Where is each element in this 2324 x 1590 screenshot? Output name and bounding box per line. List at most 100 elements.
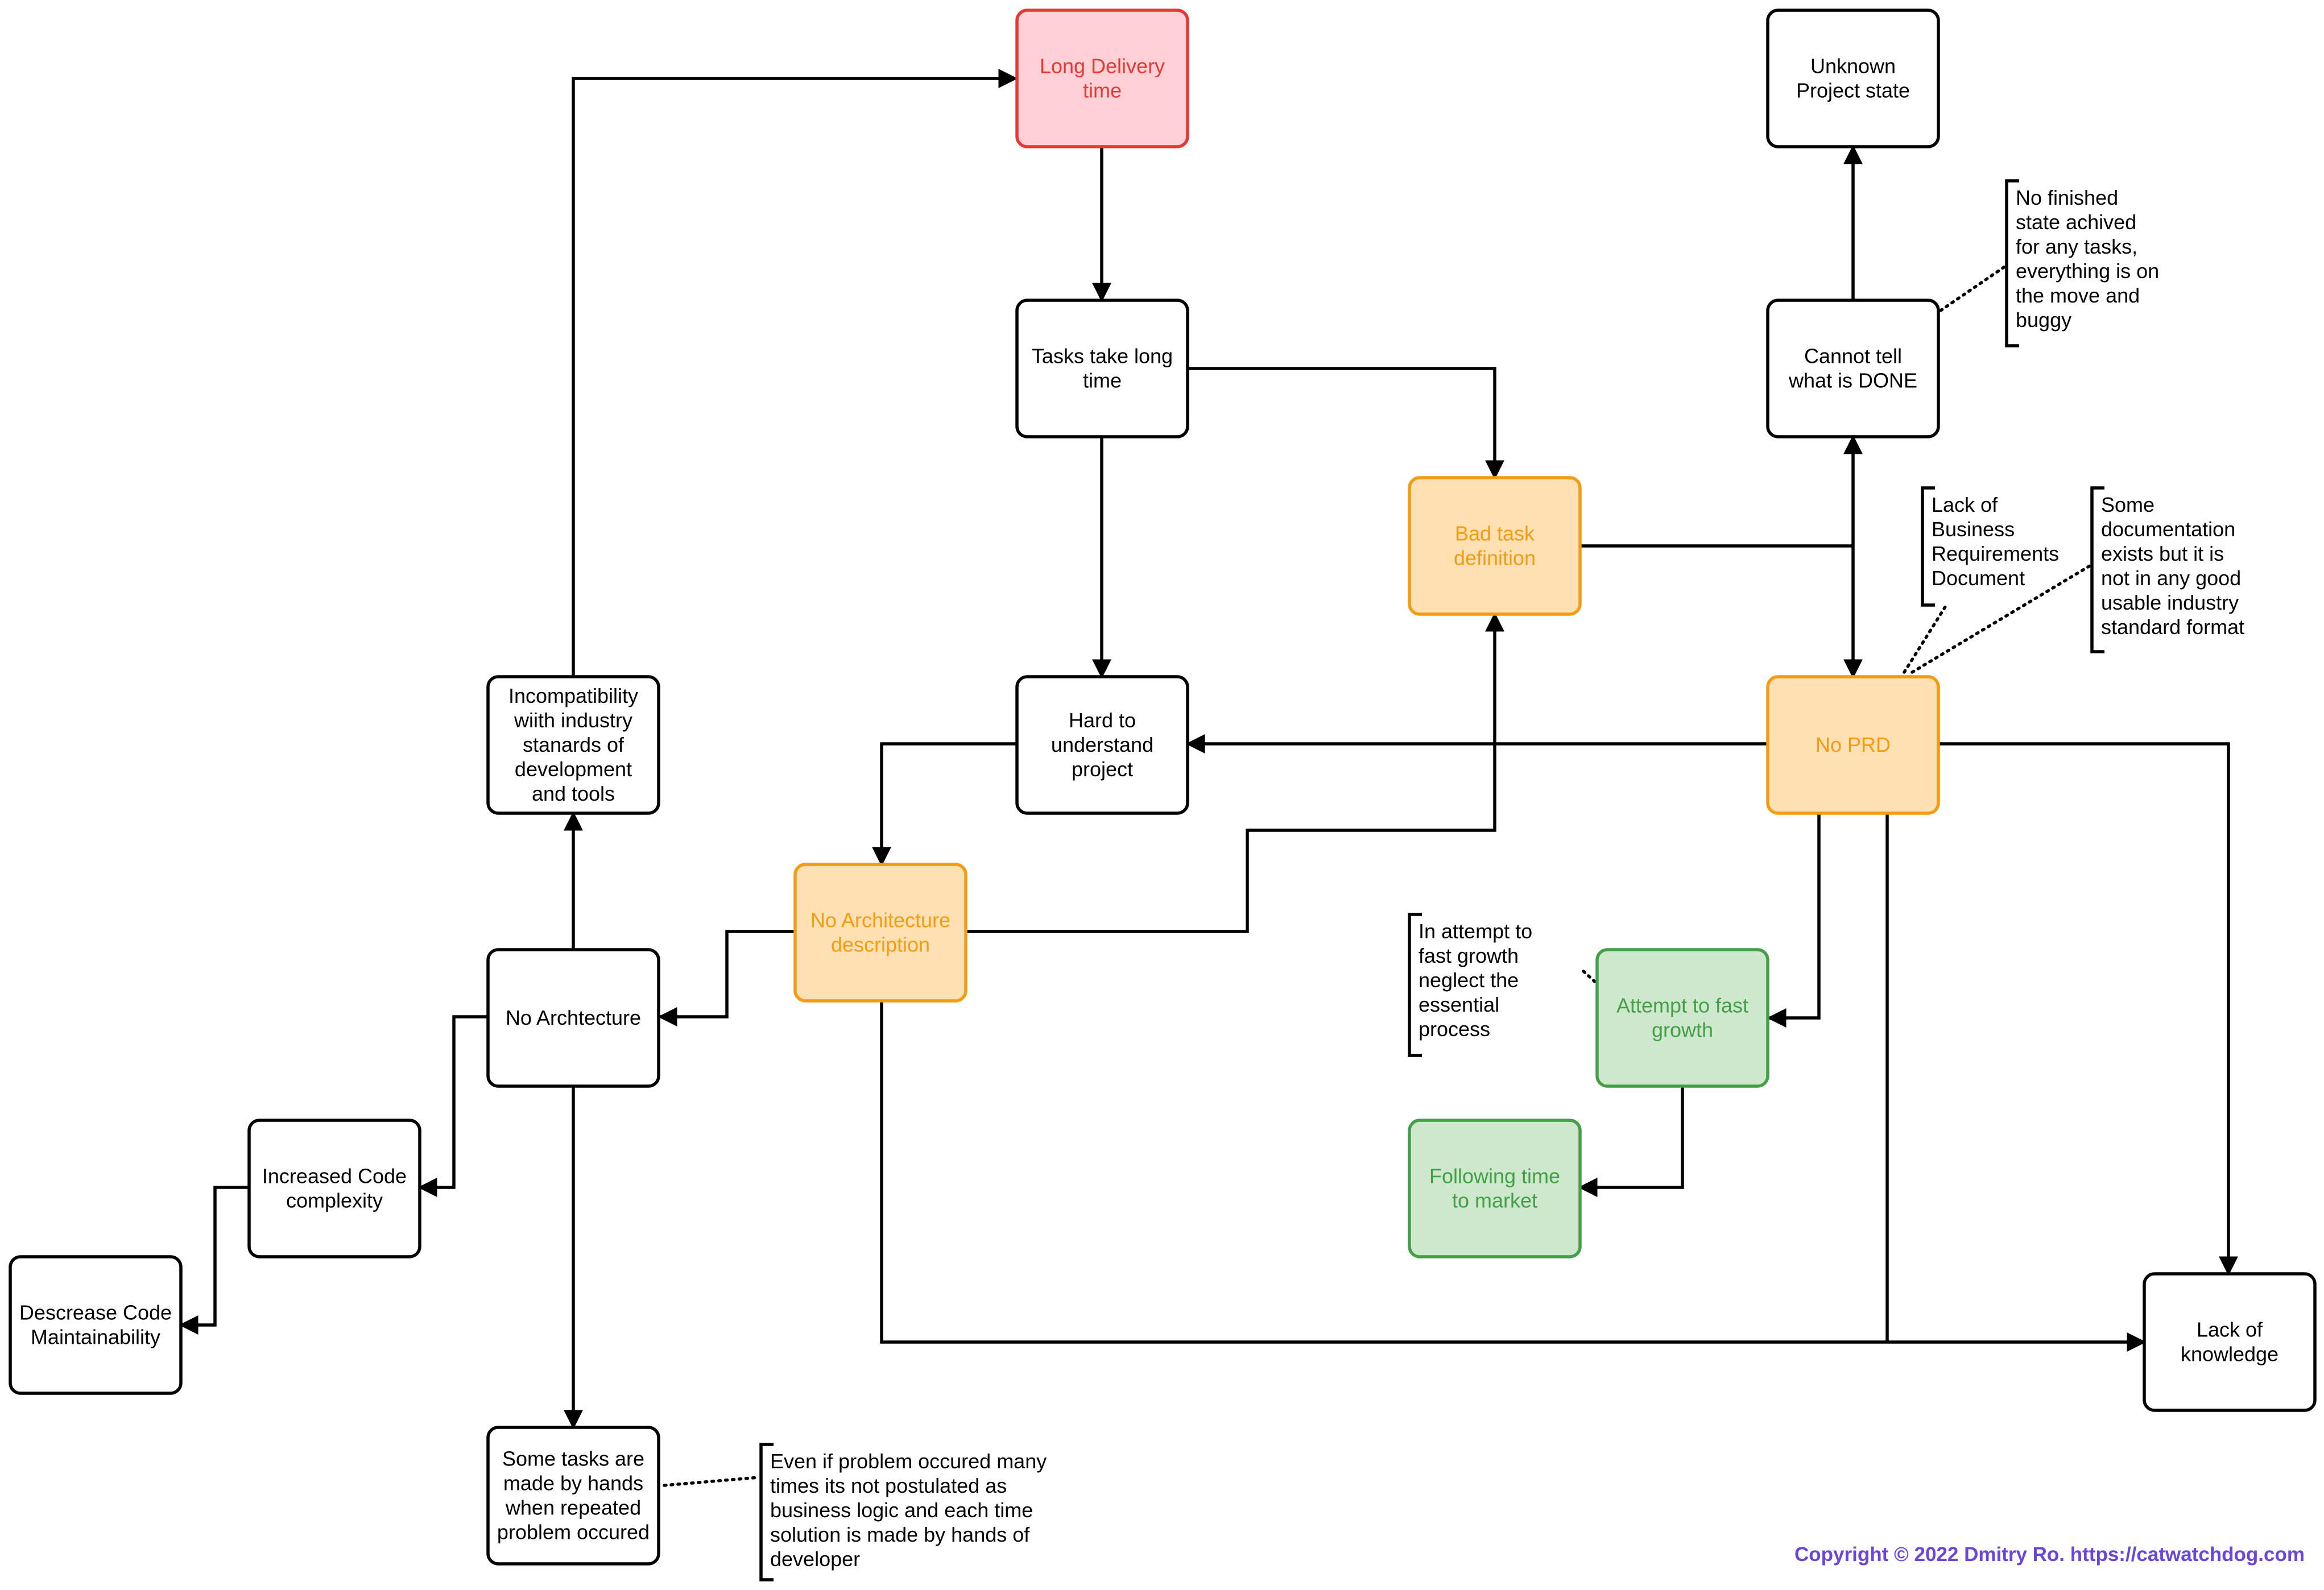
edge-no-arch-to-increased-complexity <box>417 1015 488 1197</box>
note-bracket <box>1408 913 1422 1057</box>
note-text-line: business logic and each time <box>770 1498 1033 1522</box>
note-text-line: state achived <box>2016 210 2136 234</box>
node-label-line: stanards of <box>523 733 625 756</box>
note-text-line: Even if problem occured many <box>770 1450 1047 1473</box>
note-text-line: fast growth <box>1419 944 1519 967</box>
node-label-line: knowledge <box>2181 1343 2278 1366</box>
note-text-line: Some <box>2101 493 2155 516</box>
node-label-line: definition <box>1454 546 1536 570</box>
node-box <box>793 863 967 1003</box>
note-text-line: not in any good <box>2101 566 2241 590</box>
note-text-line: Business <box>1932 517 2015 541</box>
edge-no-arch-desc-to-lack-knowledge <box>880 1001 2147 1352</box>
edge-attempt-fast-to-following-time <box>1578 1086 1684 1197</box>
node-box <box>486 675 660 815</box>
note-link-fast-growth <box>1582 970 1598 984</box>
note-link-lack-brd <box>1903 603 1948 674</box>
node-label-line: growth <box>1652 1018 1713 1042</box>
node-no-prd[interactable]: No PRD <box>1766 675 1940 815</box>
note-text-line: Document <box>1932 566 2025 590</box>
node-label-line: No Archtecture <box>506 1006 641 1029</box>
node-label-line: Tasks take long <box>1032 345 1173 368</box>
note-text-line: standard format <box>2101 615 2244 639</box>
note-text-line: buggy <box>2016 308 2071 332</box>
edge-no-arch-desc-to-no-arch <box>657 930 795 1026</box>
note-text-line: exists but it is <box>2101 542 2224 565</box>
node-box <box>1766 299 1940 438</box>
note-text-line: times its not postulated as <box>770 1474 1007 1497</box>
note-text-line: essential <box>1419 993 1499 1016</box>
node-label-line: Cannot tell <box>1804 345 1902 368</box>
node-label-line: Maintainability <box>31 1326 160 1349</box>
node-label-line: problem occured <box>497 1521 650 1544</box>
note-link-some-documentation <box>1911 564 2093 674</box>
note-text-line: Requirements <box>1932 542 2059 565</box>
node-label-line: No PRD <box>1816 733 1891 756</box>
node-box <box>9 1255 183 1395</box>
node-label-line: Project state <box>1796 79 1910 102</box>
note-bracket <box>2090 486 2104 653</box>
edge-no-arch-desc-to-bad-task <box>967 612 1504 933</box>
note-bracket <box>1921 486 1935 607</box>
note-text-line: usable industry <box>2101 591 2239 614</box>
edge-hard-understand-to-no-arch-desc <box>872 742 1016 867</box>
node-label-line: Following time <box>1429 1165 1560 1188</box>
node-box <box>2143 1272 2317 1412</box>
note-text-line: In attempt to <box>1419 920 1532 943</box>
node-box <box>1595 948 1769 1088</box>
note-link-no-finished-state <box>1939 264 2007 312</box>
node-box <box>1408 476 1582 616</box>
node-label-line: Increased Code <box>262 1165 407 1188</box>
node-box <box>1766 675 1940 815</box>
node-box <box>1015 299 1189 438</box>
note-text-line: developer <box>770 1547 860 1571</box>
node-label-line: Bad task <box>1455 522 1535 545</box>
edge-no-prd-to-attempt-fast <box>1767 813 1821 1028</box>
edge-increased-complexity-to-decrease-maint <box>179 1186 249 1335</box>
note-text-line: solution is made by hands of <box>770 1523 1030 1546</box>
node-box <box>1766 9 1940 148</box>
node-label-line: Attempt to fast <box>1616 994 1748 1017</box>
node-label-line: made by hands <box>503 1472 643 1495</box>
node-label-line: Lack of <box>2197 1318 2263 1341</box>
node-label-line: when repeated <box>505 1496 641 1519</box>
node-label-line: Descrease Code <box>19 1301 172 1324</box>
node-box <box>247 1119 421 1258</box>
node-label-line: Long Delivery <box>1040 55 1165 78</box>
connectors <box>179 69 2238 1487</box>
node-label-line: time <box>1083 79 1122 102</box>
note-text-line: everything is on <box>2016 259 2159 283</box>
note-text-line: for any tasks, <box>2016 235 2137 258</box>
note-bracket <box>759 1443 774 1581</box>
edge-incompat-to-long-delivery <box>572 69 1018 677</box>
note-text-line: the move and <box>2016 284 2140 307</box>
node-box <box>1015 675 1189 815</box>
node-no-arch[interactable]: No Archtecture <box>486 948 660 1088</box>
edge-no-prd-to-lack-knowledge <box>1938 742 2238 1276</box>
node-label-line: Incompatibility <box>508 684 638 707</box>
node-label-line: development <box>515 757 632 781</box>
node-label-line: what is DONE <box>1788 369 1917 392</box>
node-label-line: to market <box>1452 1189 1537 1212</box>
node-label-line: Some tasks are <box>502 1447 644 1471</box>
note-text-line: neglect the <box>1419 968 1519 992</box>
node-label-line: understand <box>1051 733 1153 756</box>
edge-tasks-long-to-bad-task <box>1188 367 1504 480</box>
